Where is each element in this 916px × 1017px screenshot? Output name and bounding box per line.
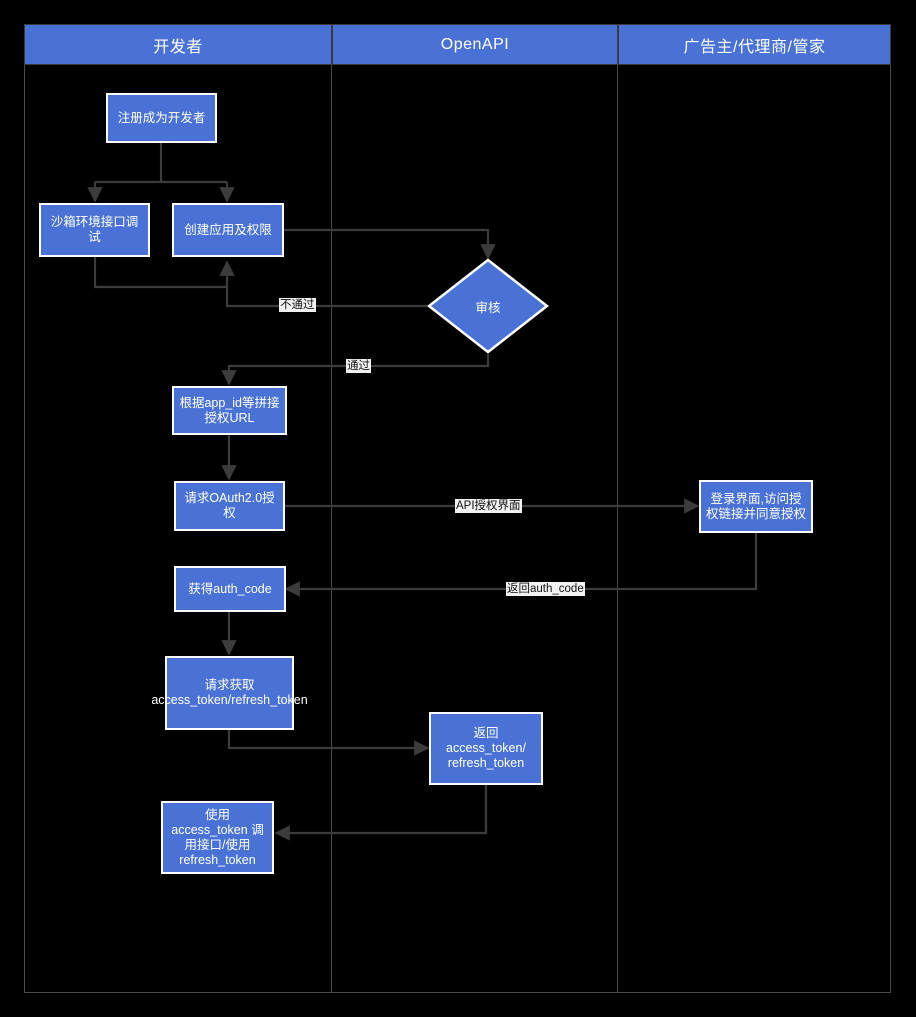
node-get-auth-code-label: 获得auth_code	[188, 581, 272, 596]
node-register[interactable]: 注册成为开发者	[106, 93, 217, 143]
node-build-url[interactable]: 根据app_id等拼接授权URL	[172, 386, 287, 435]
node-login-consent-label: 登录界面,访问授权链接并同意授权	[705, 491, 806, 521]
lane-header-advertiser: 广告主/代理商/管家	[618, 24, 891, 65]
lane-header-openapi-label: OpenAPI	[440, 35, 510, 53]
node-sandbox-label: 沙箱环境接口调试	[50, 215, 139, 244]
edge-label-approve-text: 通过	[347, 360, 370, 372]
node-request-token[interactable]: 请求获取 access_token/refresh_token	[151, 656, 308, 730]
node-return-token[interactable]: 返回 access_token/ refresh_token	[429, 712, 543, 785]
node-create-app-label: 创建应用及权限	[184, 222, 272, 237]
node-request-oauth[interactable]: 请求OAuth2.0授权	[174, 481, 285, 531]
lane-header-openapi: OpenAPI	[332, 24, 618, 65]
edge-label-return-auth-code-text: 返回auth_code	[507, 583, 584, 595]
node-use-token-label: 使用 access_token 调用接口/使用 refresh_token	[171, 807, 264, 867]
node-sandbox[interactable]: 沙箱环境接口调试	[39, 203, 150, 257]
edge-label-return-auth-code: 返回auth_code	[506, 582, 585, 596]
lane-divider-1	[331, 65, 332, 993]
lane-header-developer-label: 开发者	[153, 38, 203, 56]
lane-divider-2	[617, 65, 618, 993]
node-create-app[interactable]: 创建应用及权限	[172, 203, 284, 257]
node-build-url-label: 根据app_id等拼接授权URL	[179, 395, 280, 425]
node-use-token[interactable]: 使用 access_token 调用接口/使用 refresh_token	[161, 801, 274, 874]
edge-label-reject-text: 不通过	[280, 299, 315, 311]
diamond-shape	[427, 258, 549, 354]
node-request-token-label: 请求获取 access_token/refresh_token	[151, 678, 308, 707]
lane-header-developer: 开发者	[24, 24, 332, 65]
edge-label-api-auth-page: API授权界面	[455, 499, 522, 513]
edge-label-reject: 不通过	[279, 298, 316, 312]
node-return-token-label: 返回 access_token/ refresh_token	[446, 726, 526, 770]
lane-header-advertiser-label: 广告主/代理商/管家	[683, 38, 826, 56]
node-review[interactable]: 审核	[427, 258, 549, 354]
edge-label-api-auth-page-text: API授权界面	[456, 500, 521, 512]
edge-label-approve: 通过	[346, 359, 371, 373]
node-login-consent[interactable]: 登录界面,访问授权链接并同意授权	[699, 480, 813, 533]
node-request-oauth-label: 请求OAuth2.0授权	[184, 491, 275, 520]
node-review-label: 审核	[475, 300, 501, 315]
node-get-auth-code[interactable]: 获得auth_code	[174, 566, 286, 612]
node-register-label: 注册成为开发者	[117, 110, 206, 125]
